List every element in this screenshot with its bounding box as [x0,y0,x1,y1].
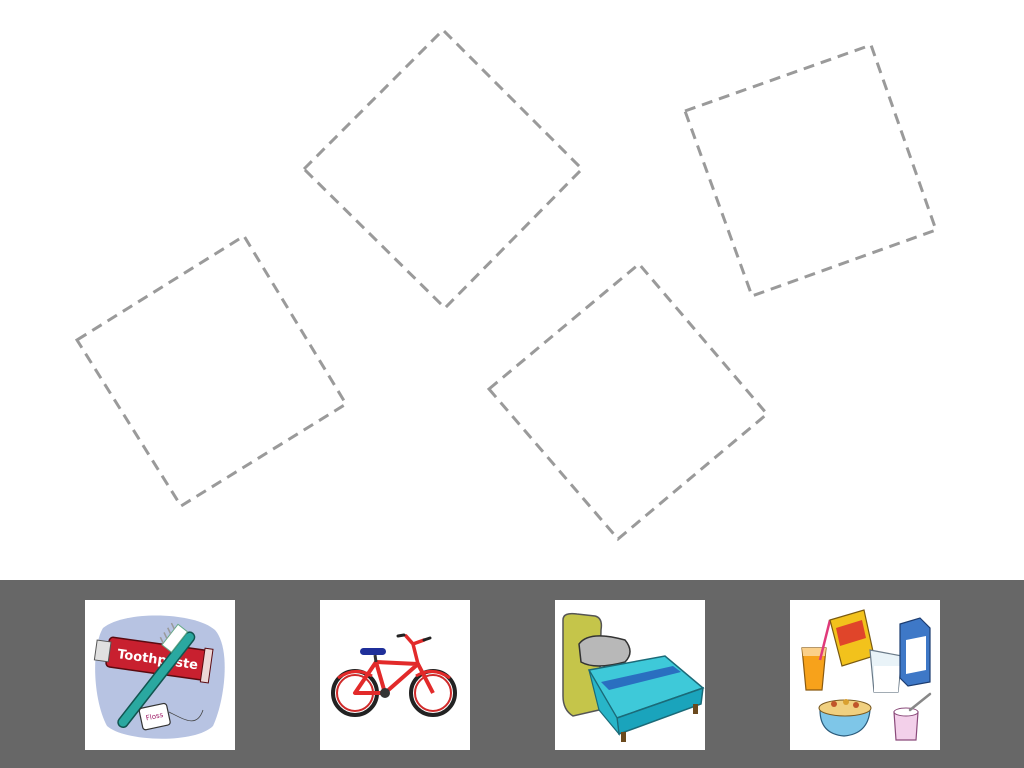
svg-text:Floss: Floss [145,711,164,723]
card-bicycle[interactable] [320,600,470,750]
drop-zone-3[interactable] [486,261,770,542]
bicycle-icon [331,633,457,717]
drop-zone-1[interactable] [74,233,349,509]
toothbrush-toothpaste-icon: Toothpaste Floss [93,615,225,739]
bed-icon [562,612,705,742]
drop-zone-4[interactable] [683,43,938,298]
drop-zones-layer [74,27,938,542]
drop-zone-2[interactable] [301,27,585,311]
card-bed[interactable] [555,600,705,750]
card-breakfast[interactable] [790,600,940,750]
activity-canvas [74,27,938,542]
breakfast-icon [801,609,932,741]
card-toothpaste[interactable]: Toothpaste Floss [85,600,235,750]
picture-tray: Toothpaste Floss [0,580,1024,768]
